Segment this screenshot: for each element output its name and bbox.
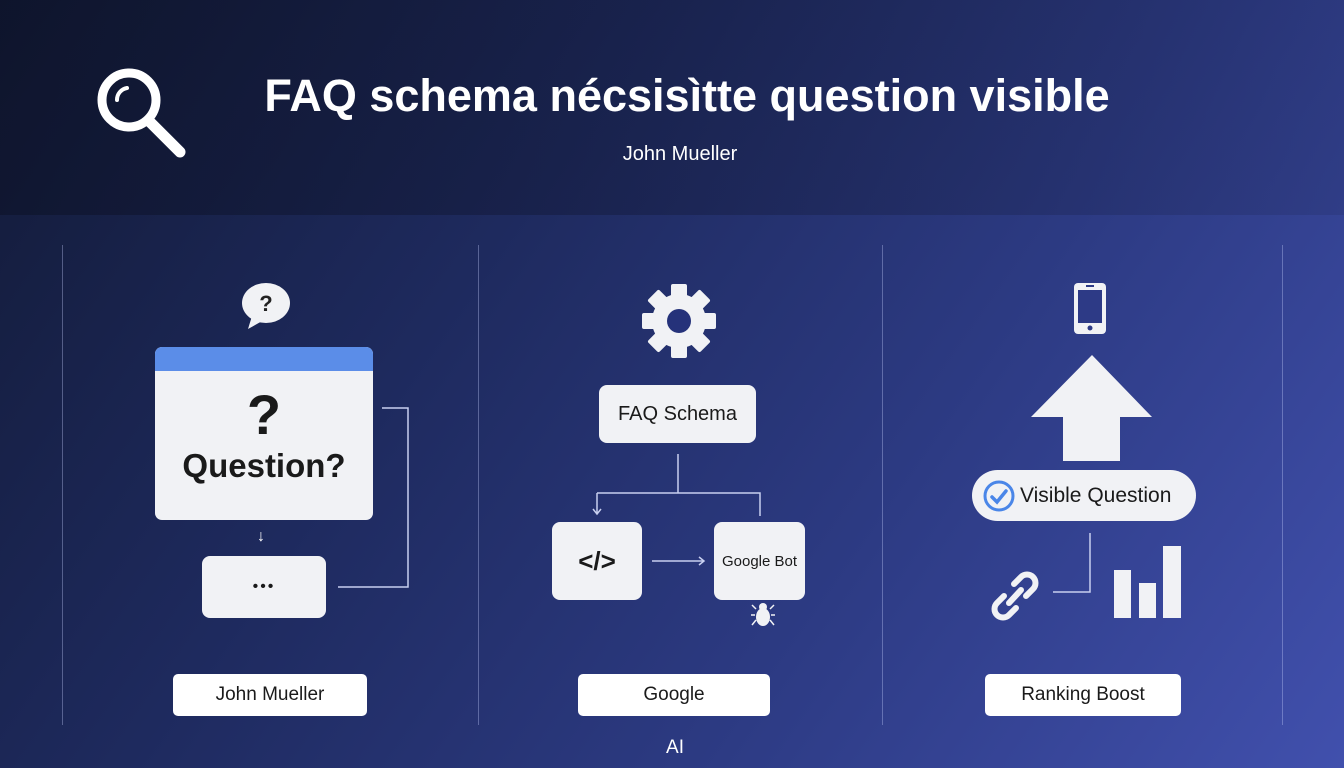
header-band	[0, 0, 1344, 215]
arrow-down-icon: ↓	[257, 528, 265, 545]
arrow-right-icon	[652, 556, 706, 566]
gear-icon	[642, 284, 716, 358]
bar-chart-bar	[1139, 583, 1156, 618]
divider	[62, 245, 63, 725]
page-subtitle: John Mueller	[622, 143, 738, 165]
question-window-card: ? Question?	[155, 347, 373, 520]
question-mark: ?	[246, 383, 282, 446]
answer-box: •••	[202, 556, 326, 618]
pill-text: Visible Question	[1020, 483, 1172, 507]
tree-connector	[592, 454, 761, 516]
label-john-mueller: John Mueller	[173, 674, 367, 716]
question-text: Question?	[182, 447, 346, 484]
bar-chart-bar	[1163, 546, 1181, 618]
footer-text: AI	[666, 737, 684, 758]
svg-text:?: ?	[259, 291, 272, 316]
code-box: </>	[552, 522, 642, 600]
bar-chart-bar	[1114, 570, 1131, 618]
divider	[1282, 245, 1283, 725]
spider-bug-icon	[751, 603, 775, 626]
window-title-bar	[155, 347, 373, 371]
up-arrow-icon	[1031, 355, 1152, 461]
divider	[478, 245, 479, 725]
label-google: Google	[578, 674, 770, 716]
question-bubble-icon: ?	[242, 283, 290, 329]
mobile-phone-icon	[1074, 283, 1106, 334]
google-bot-box: Google Bot	[714, 522, 805, 600]
check-circle-icon	[983, 480, 1015, 511]
visible-question-pill: Visible Question	[972, 470, 1196, 521]
connector-line	[1053, 533, 1091, 593]
label-ranking-boost: Ranking Boost	[985, 674, 1181, 716]
divider	[882, 245, 883, 725]
faq-schema-box: FAQ Schema	[599, 385, 756, 443]
link-chain-icon	[991, 571, 1039, 621]
page-title: FAQ schema nécsisìtte question visible	[264, 70, 1110, 121]
magnifier-icon	[97, 68, 186, 158]
connector-line	[338, 407, 409, 588]
